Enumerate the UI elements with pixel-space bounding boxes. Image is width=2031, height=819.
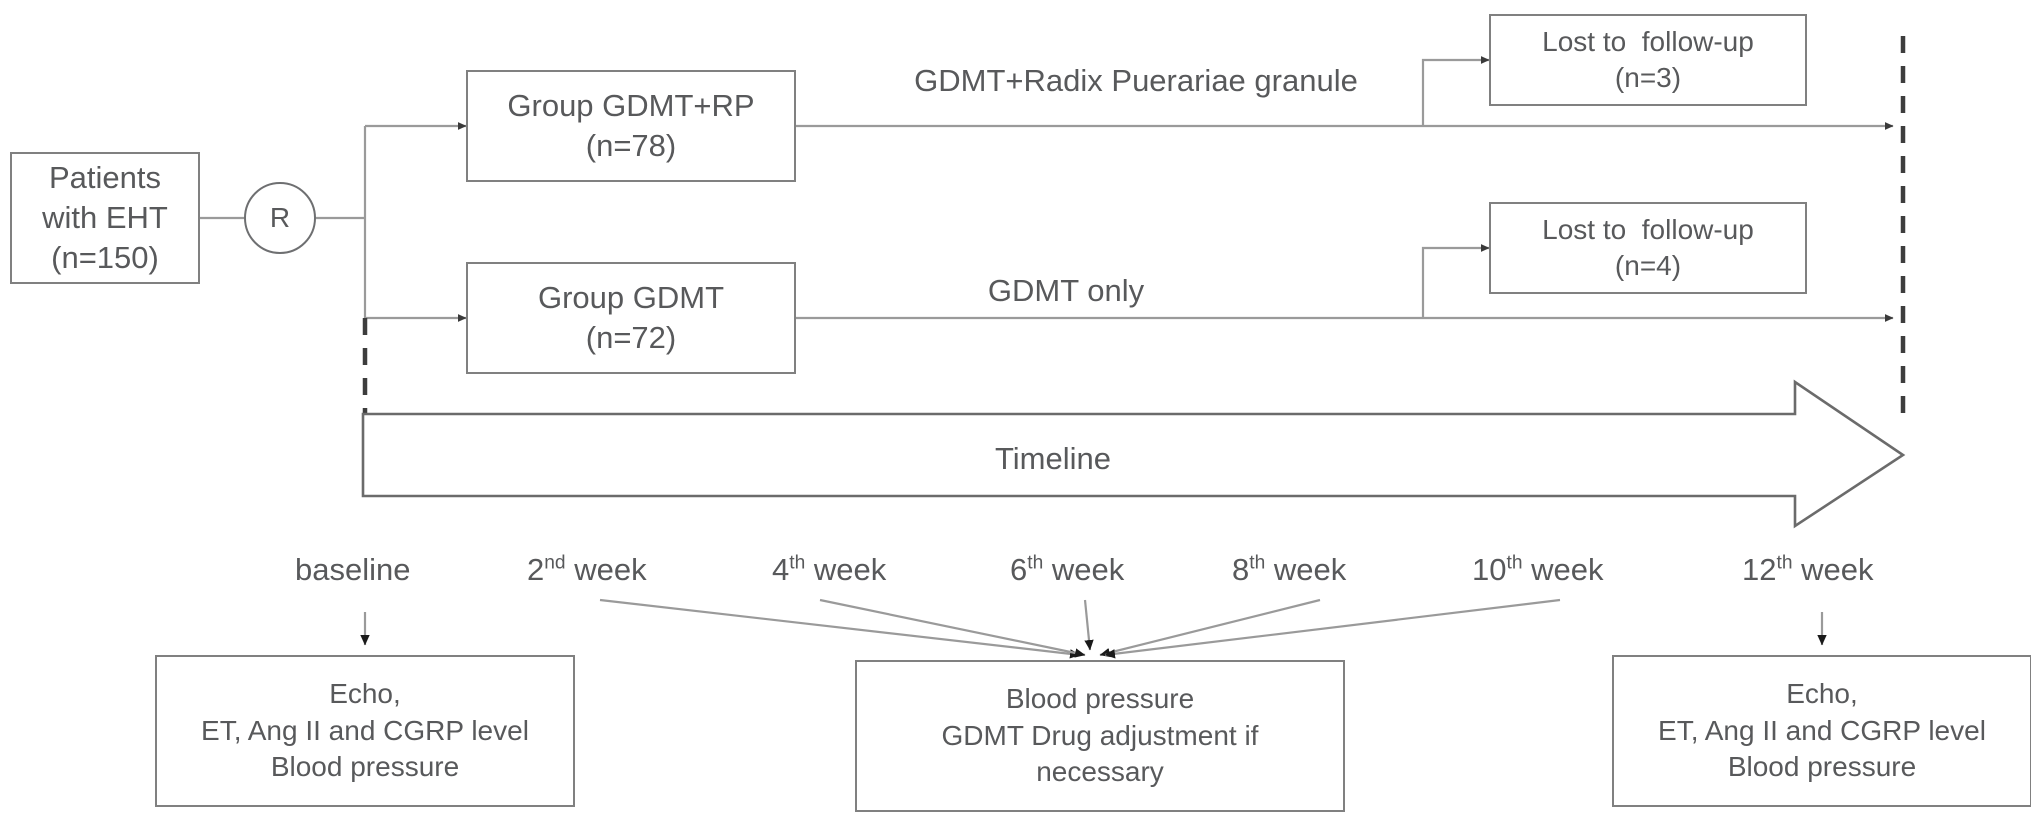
- arm-control-n: (n=72): [585, 320, 677, 355]
- endpoint-assessment-line-1: Echo,: [1786, 678, 1858, 710]
- interim-assessment-line-1: Blood pressure: [1005, 683, 1195, 715]
- timeline-tick-week8: 8th week: [1232, 552, 1346, 588]
- leader-week10: [1104, 598, 1561, 659]
- interim-assessment-box: Blood pressure GDMT Drug adjustment if n…: [855, 660, 1345, 812]
- leader-week6: [1083, 599, 1094, 651]
- endpoint-assessment-box: Echo, ET, Ang II and CGRP level Blood pr…: [1612, 655, 2031, 807]
- tick-week12-num: 12: [1742, 552, 1777, 587]
- interim-assessment-line-3: necessary: [1036, 756, 1164, 788]
- arm-intervention-lost-line-2: (n=3): [1614, 62, 1682, 93]
- timeline-tick-week12: 12th week: [1742, 552, 1874, 588]
- arm-control-lost-line-2: (n=4): [1614, 250, 1682, 281]
- leader-week2: [599, 598, 1081, 659]
- arm-control-lost-line-1: Lost to follow-up: [1542, 213, 1754, 245]
- timeline-tick-week6: 6th week: [1010, 552, 1124, 588]
- tick-week10-num: 10: [1472, 552, 1507, 587]
- baseline-assessment-line-3: Blood pressure: [270, 751, 460, 783]
- tick-week4-num: 4: [772, 552, 790, 587]
- endpoint-assessment-line-3: Blood pressure: [1727, 751, 1917, 783]
- tick-week6-text: week: [1051, 552, 1125, 587]
- arm-intervention-box: Group GDMT+RP (n=78): [466, 70, 796, 182]
- randomization-node: R: [244, 182, 316, 254]
- tick-week4-suffix: th: [789, 552, 806, 574]
- randomization-label: R: [269, 202, 291, 233]
- tick-week12-suffix: th: [1776, 552, 1793, 574]
- arm-intervention-treatment-label: GDMT+Radix Puerariae granule: [914, 63, 1358, 98]
- tick-week2-num: 2: [527, 552, 545, 587]
- timeline-tick-baseline: baseline: [295, 552, 410, 588]
- tick-baseline-text: baseline: [295, 552, 411, 587]
- arm-control-name: Group GDMT: [537, 279, 725, 315]
- arm-intervention-lost-box: Lost to follow-up (n=3): [1489, 14, 1807, 106]
- tick-week2-suffix: nd: [544, 552, 566, 574]
- tick-week8-suffix: th: [1249, 552, 1266, 574]
- tick-week8-num: 8: [1232, 552, 1250, 587]
- leader-week8: [1099, 598, 1321, 658]
- interim-assessment-line-2: GDMT Drug adjustment if: [941, 719, 1259, 751]
- arm-intervention-name: Group GDMT+RP: [507, 87, 755, 123]
- baseline-assessment-line-1: Echo,: [329, 678, 401, 710]
- patients-line-3: (n=150): [51, 240, 159, 276]
- wire-arm2-to-lost: [1421, 244, 1490, 318]
- endpoint-assessment-line-2: ET, Ang II and CGRP level: [1658, 714, 1986, 746]
- arm-intervention-lost-line-1: Lost to follow-up: [1542, 25, 1754, 57]
- patients-line-1: Patients: [48, 159, 161, 195]
- tick-week8-text: week: [1273, 552, 1347, 587]
- tick-week2-text: week: [574, 552, 647, 587]
- baseline-assessment-line-2: ET, Ang II and CGRP level: [201, 714, 529, 746]
- baseline-assessment-box: Echo, ET, Ang II and CGRP level Blood pr…: [155, 655, 575, 807]
- tick-week12-text: week: [1801, 552, 1874, 587]
- tick-week6-suffix: th: [1027, 552, 1044, 574]
- tick-week10-suffix: th: [1506, 552, 1523, 574]
- timeline-tick-week2: 2nd week: [527, 552, 647, 588]
- tick-week10-text: week: [1531, 552, 1604, 587]
- tick-week6-num: 6: [1010, 552, 1028, 587]
- timeline-tick-week4: 4th week: [772, 552, 886, 588]
- arm-control-treatment-label: GDMT only: [987, 273, 1145, 308]
- arm-control-box: Group GDMT (n=72): [466, 262, 796, 374]
- arm-control-lost-box: Lost to follow-up (n=4): [1489, 202, 1807, 294]
- patients-box: Patients with EHT (n=150): [10, 152, 200, 284]
- arm-intervention-n: (n=78): [585, 128, 677, 163]
- timeline-label: Timeline: [995, 441, 1111, 476]
- wire-arm1-to-lost: [1421, 56, 1490, 126]
- timeline-tick-week10: 10th week: [1472, 552, 1604, 588]
- patients-line-2: with EHT: [42, 199, 168, 235]
- leader-week4: [819, 598, 1086, 658]
- tick-week4-text: week: [813, 552, 887, 587]
